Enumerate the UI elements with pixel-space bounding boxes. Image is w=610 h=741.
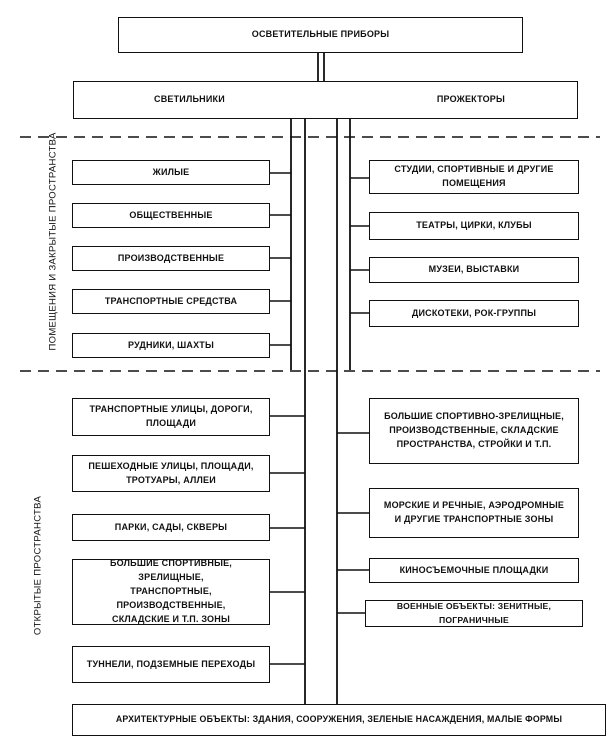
- indoor-right-node: ТЕАТРЫ, ЦИРКИ, КЛУБЫ: [369, 212, 579, 240]
- indoor-left-node: РУДНИКИ, ШАХТЫ: [72, 333, 270, 358]
- indoor-right-node: МУЗЕИ, ВЫСТАВКИ: [369, 257, 579, 283]
- section-label-outdoor: ОТКРЫТЫЕ ПРОСТРАНСТВА: [32, 495, 44, 636]
- outdoor-left-node: ПАРКИ, САДЫ, СКВЕРЫ: [72, 514, 270, 541]
- root-node: ОСВЕТИТЕЛЬНЫЕ ПРИБОРЫ: [118, 17, 523, 53]
- root-node-label: ОСВЕТИТЕЛЬНЫЕ ПРИБОРЫ: [251, 29, 390, 40]
- indoor-left-node: ЖИЛЫЕ: [72, 160, 270, 185]
- outdoor-right-node: КИНОСЪЕМОЧНЫЕ ПЛОЩАДКИ: [369, 558, 579, 583]
- branch-right-label: ПРОЖЕКТОРЫ: [436, 94, 505, 105]
- indoor-right-node: ДИСКОТЕКИ, РОК-ГРУППЫ: [369, 300, 579, 327]
- outdoor-left-node: ПЕШЕХОДНЫЕ УЛИЦЫ, ПЛОЩАДИ,ТРОТУАРЫ, АЛЛЕ…: [72, 455, 270, 492]
- outdoor-left-node: ТРАНСПОРТНЫЕ УЛИЦЫ, ДОРОГИ,ПЛОЩАДИ: [72, 398, 270, 436]
- outdoor-left-node: БОЛЬШИЕ СПОРТИВНЫЕ, ЗРЕЛИЩНЫЕ,ТРАНСПОРТН…: [72, 558, 270, 625]
- indoor-left-node: ПРОИЗВОДСТВЕННЫЕ: [72, 246, 270, 271]
- outdoor-right-node: БОЛЬШИЕ СПОРТИВНО-ЗРЕЛИЩНЫЕ,ПРОИЗВОДСТВЕ…: [369, 398, 579, 464]
- indoor-right-node: СТУДИИ, СПОРТИВНЫЕ И ДРУГИЕ ПОМЕЩЕНИЯ: [369, 160, 579, 194]
- bottom-node: АРХИТЕКТУРНЫЕ ОБЪЕКТЫ: ЗДАНИЯ, СООРУЖЕНИ…: [72, 704, 606, 736]
- indoor-left-node: ТРАНСПОРТНЫЕ СРЕДСТВА: [72, 289, 270, 314]
- section-label-indoor: ПОМЕЩЕНИЯ И ЗАКРЫТЫЕ ПРОСТРАНСТВА: [47, 132, 59, 351]
- outdoor-left-node: ТУННЕЛИ, ПОДЗЕМНЫЕ ПЕРЕХОДЫ: [72, 646, 270, 683]
- branch-left-label: СВЕТИЛЬНИКИ: [154, 94, 225, 105]
- indoor-left-node: ОБЩЕСТВЕННЫЕ: [72, 203, 270, 228]
- bottom-node-label: АРХИТЕКТУРНЫЕ ОБЪЕКТЫ: ЗДАНИЯ, СООРУЖЕНИ…: [115, 714, 563, 725]
- outdoor-right-node: ВОЕННЫЕ ОБЪЕКТЫ: ЗЕНИТНЫЕ, ПОГРАНИЧНЫЕ: [365, 600, 583, 627]
- branch-node: СВЕТИЛЬНИКИ ПРОЖЕКТОРЫ: [73, 81, 578, 119]
